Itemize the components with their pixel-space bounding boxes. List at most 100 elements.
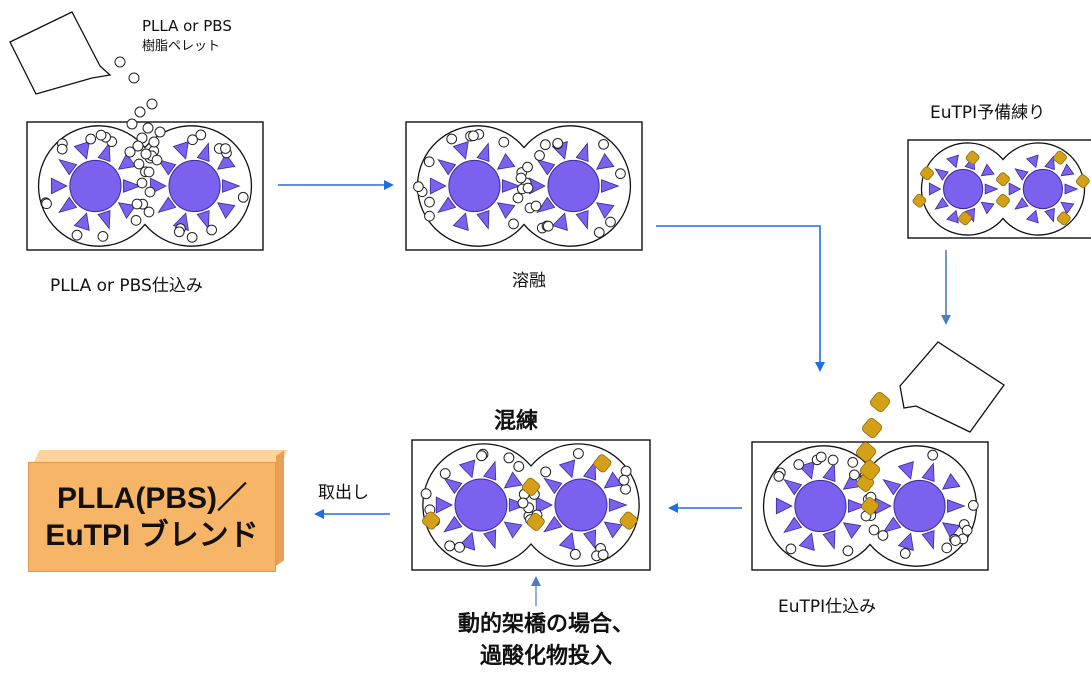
mixer-step5-pellet	[569, 548, 581, 560]
mixer-step5-blade	[583, 529, 597, 550]
mixer-step4-blade	[842, 472, 862, 490]
mixer-step1-pellet	[220, 143, 231, 154]
mixer-step4-blade	[921, 530, 935, 550]
mixer-step2-blade	[595, 202, 615, 220]
step1-caption: PLLA or PBS仕込み	[50, 276, 203, 296]
mixer-step5-blade	[535, 496, 553, 514]
mixer-step5-blade	[435, 496, 453, 514]
mixer-step2-pellet	[424, 196, 435, 208]
mixer-step2-blade	[575, 142, 589, 162]
mixer-step1-blade	[196, 142, 210, 162]
mixer-step4-blade	[798, 532, 815, 551]
mixer-step1-rotor-1	[69, 159, 122, 213]
falling-resin-pellet	[154, 126, 166, 138]
mixer-step5-pellet	[476, 450, 488, 462]
mixer-step1-pellet	[85, 133, 97, 145]
mixer-step4-pellet	[793, 459, 805, 470]
step3-title: EuTPI予備練り	[930, 103, 1046, 123]
mixer-step4-blade	[921, 462, 935, 482]
mixer-step5-blade	[443, 477, 463, 495]
mixer-step5-eutpi-pellet	[422, 511, 441, 530]
mixer-step5-pellet	[513, 460, 525, 472]
mixer-step1-pellet	[186, 231, 198, 243]
mixer-step1-blade	[216, 152, 236, 170]
mixer-step2-blade	[496, 152, 516, 170]
mixer-step4	[751, 441, 989, 571]
mixer-step4-blade	[882, 478, 902, 496]
mixer-step5-blade	[583, 460, 597, 481]
blend-product-box-top	[34, 450, 288, 462]
mixer-step4-blade	[947, 499, 966, 513]
mixer-step3-eutpi-pellet	[912, 193, 927, 208]
mixer-step1-pellet	[130, 215, 142, 226]
mixer-step2-blade	[437, 196, 457, 214]
falling-resin-pellet	[146, 98, 158, 110]
mixer-step1-blade	[196, 210, 210, 230]
mixer-step4-pellet	[950, 535, 961, 546]
mixer-step1-pellet	[151, 154, 163, 166]
mixer-step5	[411, 439, 651, 571]
falling-resin-pellet	[132, 140, 144, 152]
mixer-step5-blade	[503, 521, 523, 539]
mixer-step4-pellet	[849, 469, 860, 481]
mixer-step2-blade	[476, 210, 490, 230]
mixer-step2-pellet	[598, 138, 609, 150]
mixer-step1-pellet	[56, 143, 68, 155]
mixer-step5-blade	[558, 531, 576, 551]
falling-resin-pellet	[134, 106, 146, 118]
mixer-step2-pellet	[515, 172, 527, 184]
mixer-step1-blade	[50, 177, 68, 195]
resin-pellet-label-line2: 樹脂ペレット	[142, 39, 221, 54]
mixer-step4-blade	[783, 478, 803, 496]
mixer-step3-blade	[1014, 168, 1029, 181]
peroxide-label-line1: 動的架橋の場合、	[457, 612, 634, 637]
mixer-step2-pellet	[615, 168, 626, 180]
mixer-step2-blade	[452, 212, 469, 231]
mixer-step1-blade	[97, 142, 111, 162]
arrow-step2-to-step4	[656, 225, 825, 372]
mixer-step5-eutpi-pellet	[593, 454, 612, 473]
mixer-step2-pellet	[540, 139, 551, 151]
mixer-step5-pellet	[620, 465, 632, 477]
mixer-step3-blade	[934, 168, 949, 181]
peroxide-label-line2: 過酸化物投入	[479, 644, 612, 669]
mixer-step4-blade	[822, 462, 836, 482]
mixer-step1-pellet	[133, 158, 145, 170]
mixer-step1-pellet	[97, 231, 109, 242]
mixer-step4-blade	[822, 530, 836, 550]
mixer-step4-pellet	[847, 457, 859, 468]
mixer-step5-pellet	[444, 540, 456, 552]
mixer-step3-blade	[984, 183, 999, 195]
mixer-step3-blade	[1014, 197, 1029, 210]
mixer-step1-pellet	[187, 134, 198, 146]
mixer-step3-blade	[980, 163, 995, 177]
mixer-step4-pellet	[868, 524, 880, 536]
mixer-step5-eutpi-pellet	[521, 477, 541, 496]
mixer-step4-blade	[897, 461, 914, 480]
mixer-step4-pellet	[961, 524, 973, 536]
mixer-step3-eutpi-pellet	[996, 193, 1010, 208]
mixer-step2-pellet	[534, 150, 545, 161]
eutpi-pellet-bag	[899, 341, 1005, 433]
mixer-step2-pellet	[552, 137, 564, 149]
mixer-step2	[405, 121, 643, 251]
mixer-step3-blade	[934, 197, 949, 210]
mixer-step5-blade	[608, 498, 628, 512]
falling-resin-pellet	[124, 146, 136, 158]
mixer-step3-eutpi-pellet	[1056, 211, 1071, 226]
mixer-step5-blade	[503, 471, 523, 489]
mixer-step1-pellet	[95, 129, 107, 141]
mixer-step5-pellet	[517, 497, 529, 509]
mixer-step3-blade	[928, 182, 942, 196]
mixer-step2-pellet	[508, 218, 519, 230]
mixer-step3-blade	[946, 154, 959, 169]
mixer-step5-blade	[543, 477, 563, 495]
mixer-step5-pellet	[439, 468, 451, 479]
mixer-step5-pellet	[454, 541, 465, 553]
mixer-step3-chamber	[920, 142, 1086, 236]
mixer-step5-pellet	[618, 474, 630, 486]
mixer-step5-blade	[458, 459, 476, 479]
mixer-step5-pellet	[620, 483, 631, 495]
mixer-step1-pellet	[71, 229, 83, 241]
mixer-step2-pellet	[468, 130, 479, 142]
